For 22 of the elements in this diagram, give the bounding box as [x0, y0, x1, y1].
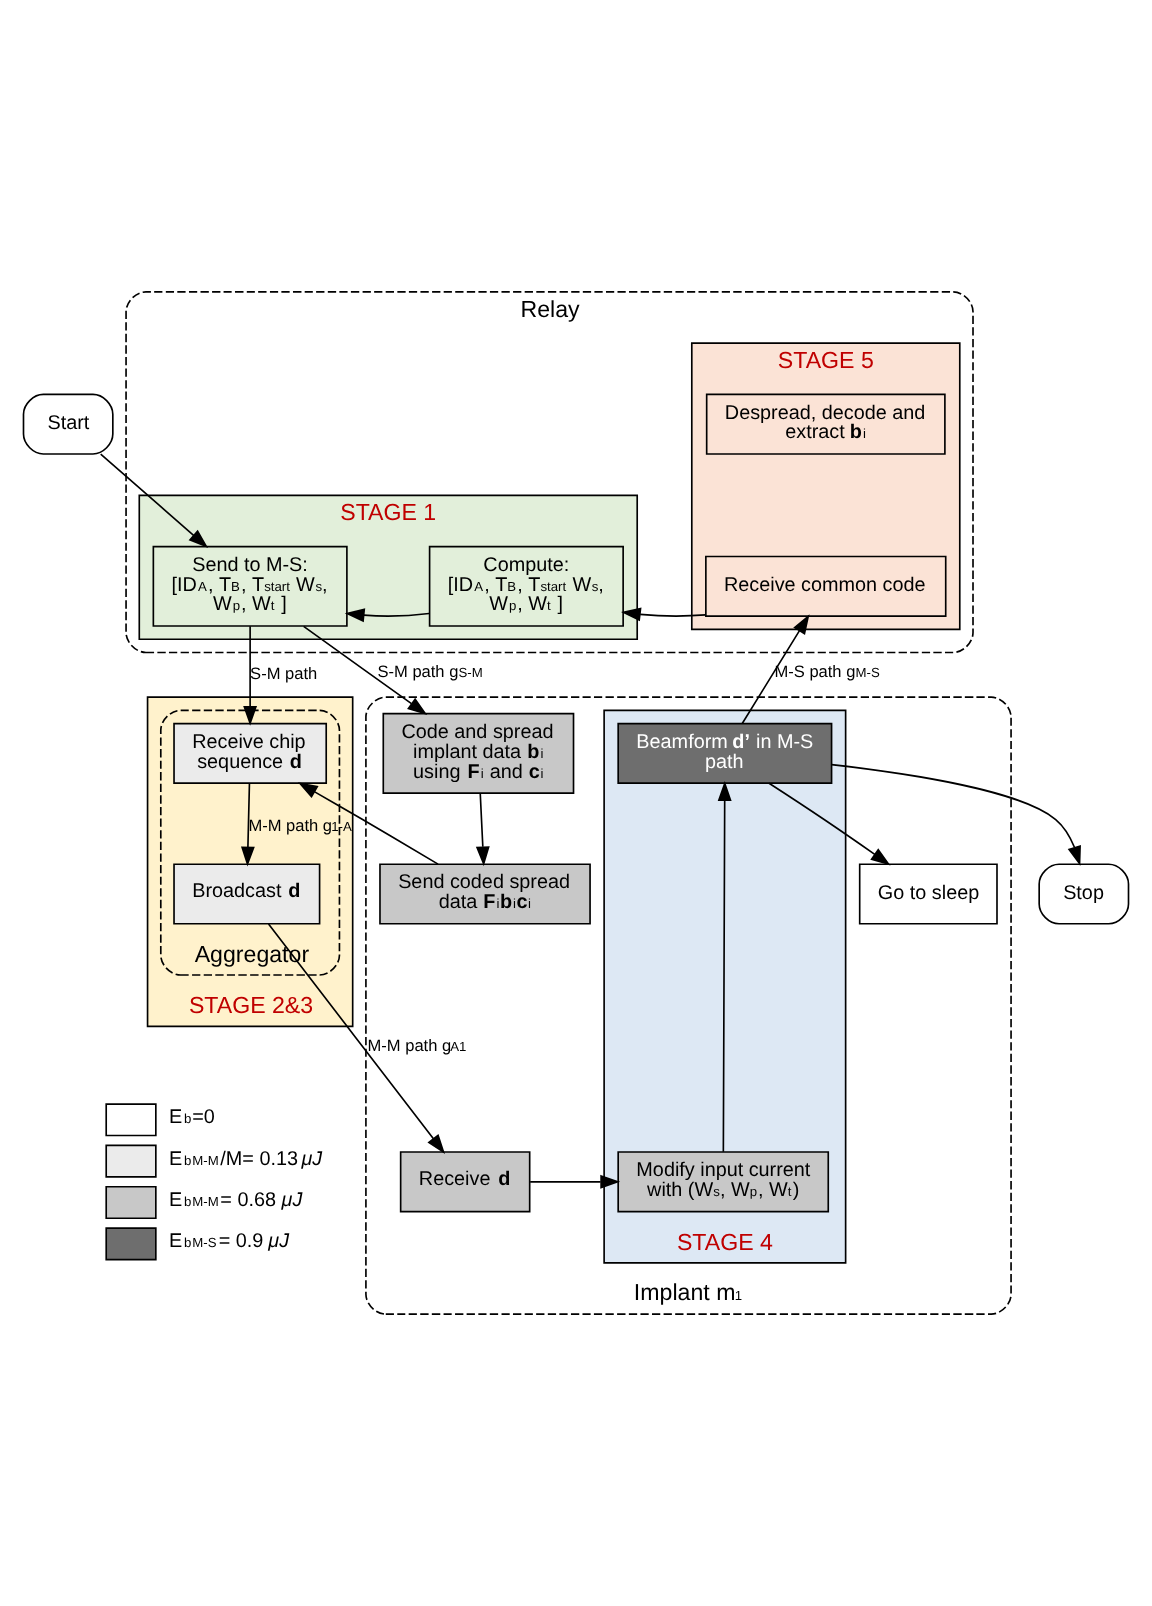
arrow: [344, 608, 430, 623]
node-box: Broadcast d: [173, 863, 321, 925]
arrow: [240, 782, 255, 867]
edge-label: S-M path: [250, 664, 318, 683]
arrow: [243, 625, 258, 726]
node-box: Receive common code: [705, 555, 947, 617]
arrow: [620, 607, 707, 622]
node-box: Start: [22, 393, 114, 455]
arrow: [475, 792, 490, 867]
arrow: [768, 782, 891, 866]
node-box: Receive d: [399, 1151, 531, 1213]
arrow: [717, 781, 732, 1153]
arrow: [297, 782, 439, 865]
arrow: [741, 614, 810, 725]
node-box: Go to sleep: [858, 863, 998, 925]
arrow: [267, 923, 446, 1154]
arrow: [830, 763, 1081, 866]
node-box: Receive chip sequence d: [173, 722, 328, 784]
node-box: Beamform d’ in M-S path: [617, 722, 833, 784]
arrow: [529, 1174, 621, 1189]
arrow: [99, 453, 209, 548]
node-box: Stop: [1038, 863, 1130, 925]
